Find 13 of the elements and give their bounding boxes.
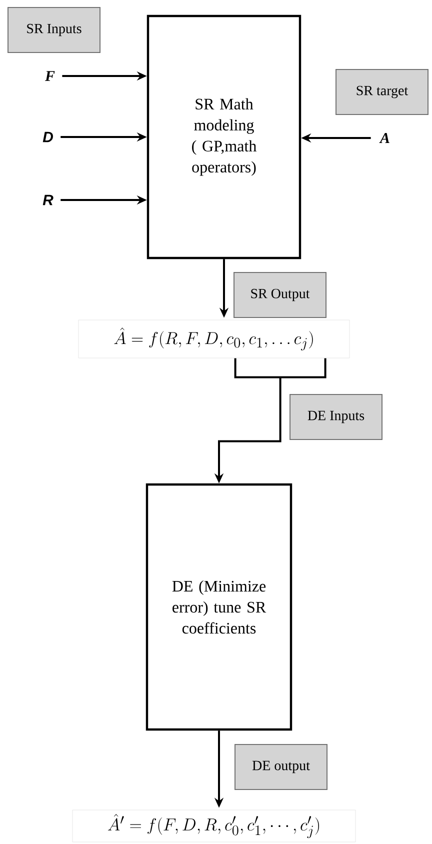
label-box: SR target [336, 69, 428, 115]
variable-label: R [42, 194, 54, 206]
process-box: DE (Minimize error) tune SR coefficients [146, 483, 292, 731]
variable-label: A [379, 133, 390, 143]
label-box: DE Inputs [290, 394, 382, 440]
process-box: SR Math modeling ( GP,math operators) [146, 14, 302, 260]
formula-box: $\hat{A}' = f(F,D,R,c_0',c_1',\cdots,c_j')$ [72, 810, 356, 842]
label-box: SR Output [234, 272, 326, 318]
label-box: DE output [234, 744, 328, 790]
formula-box: $\hat{A} = f(R,F,D,c_0,c_1,\ldots c_j)$ [78, 320, 350, 358]
variable-label: F [44, 71, 55, 81]
label-box: SR Inputs [8, 7, 100, 53]
variable-label: D [42, 132, 53, 142]
